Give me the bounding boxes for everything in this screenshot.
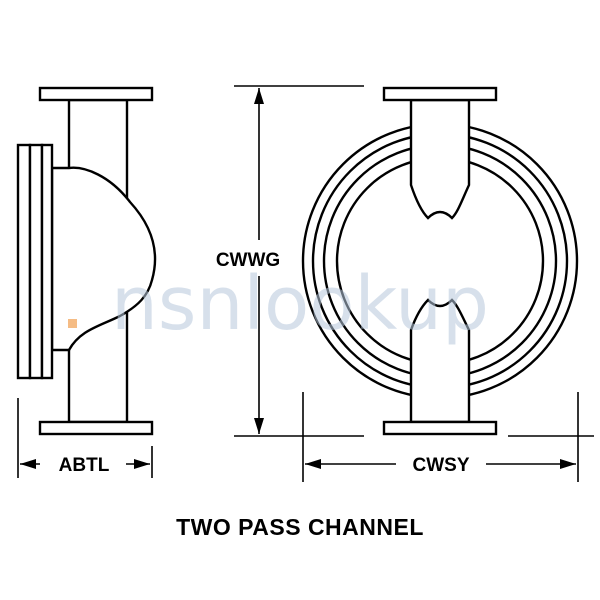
side-view bbox=[16, 86, 157, 436]
front-view-top-flange bbox=[382, 86, 498, 102]
side-view-top-flange bbox=[38, 86, 154, 102]
side-view-cover-plate-outer bbox=[16, 143, 32, 380]
abtl-arrow-right bbox=[134, 459, 150, 469]
cwwg-arrow-bottom bbox=[254, 418, 264, 434]
abtl-label: ABTL bbox=[59, 455, 110, 476]
cwwg-arrow-top bbox=[254, 88, 264, 104]
cwsy-label: CWSY bbox=[413, 455, 470, 476]
front-view-top-nozzle bbox=[409, 98, 471, 220]
dimension-cwsy: CWSY bbox=[302, 392, 594, 482]
side-view-cover-plate-inner bbox=[40, 143, 54, 380]
cwsy-arrow-right bbox=[560, 459, 576, 469]
cwwg-label: CWWG bbox=[216, 250, 280, 271]
watermark: nsnlookup bbox=[68, 261, 489, 347]
watermark-text: nsnlookup bbox=[111, 261, 489, 347]
side-view-bottom-flange bbox=[38, 420, 154, 436]
side-view-cover-plate-middle bbox=[28, 143, 44, 380]
dimension-abtl: ABTL bbox=[17, 398, 153, 478]
diagram-title: TWO PASS CHANNEL bbox=[176, 514, 424, 540]
side-view-channel-bulge bbox=[50, 166, 157, 352]
front-view bbox=[301, 86, 579, 436]
front-view-bottom-flange bbox=[382, 420, 498, 436]
cwsy-arrow-left bbox=[305, 459, 321, 469]
front-view-bottom-nozzle bbox=[409, 298, 471, 424]
dimension-cwwg: CWWG bbox=[216, 85, 364, 437]
watermark-dot bbox=[68, 319, 77, 328]
abtl-arrow-left bbox=[20, 459, 36, 469]
